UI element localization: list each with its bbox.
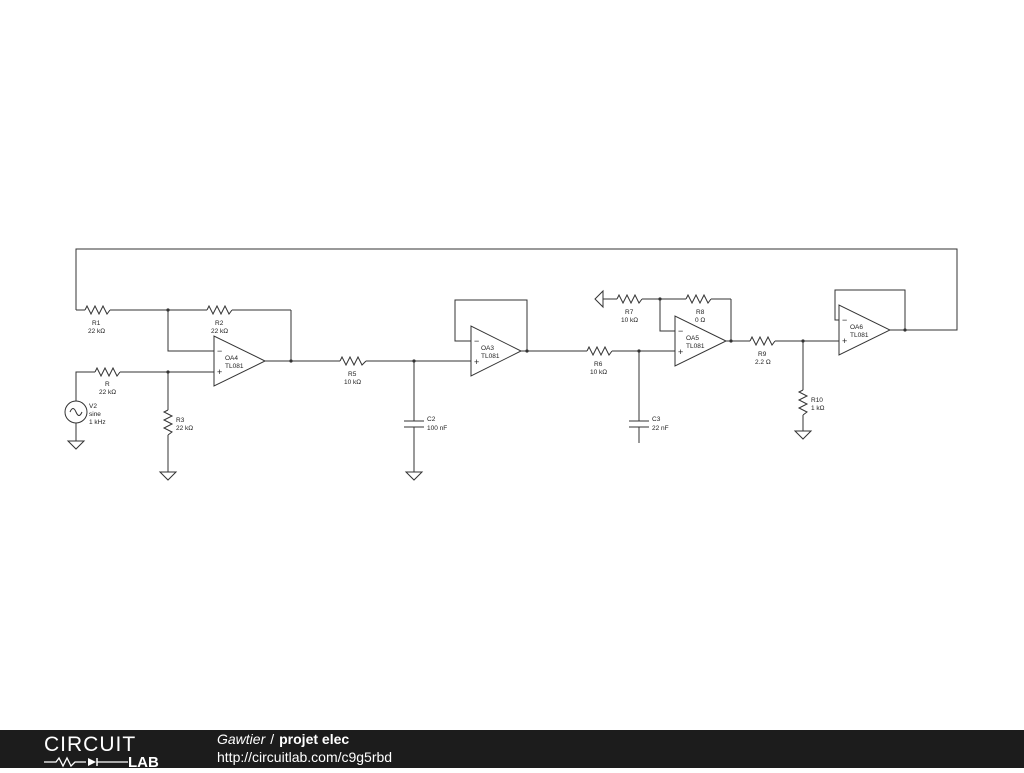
resistor-r9: R9 2.2 Ω	[749, 335, 776, 366]
svg-text:R1: R1	[92, 320, 101, 327]
resistor-r6: R6 10 kΩ	[586, 345, 613, 376]
resistor-r1: R1 22 kΩ	[84, 304, 111, 335]
svg-text:100 nF: 100 nF	[427, 425, 447, 432]
svg-text:0 Ω: 0 Ω	[695, 317, 705, 324]
svg-text:OA6: OA6	[850, 324, 863, 331]
svg-text:C2: C2	[427, 416, 436, 423]
footer-bar: CIRCUIT LAB Gawtier/projet elec http://c…	[0, 730, 1024, 771]
opamp-oa5: − + OA5 TL081	[674, 315, 728, 367]
svg-text:R: R	[105, 381, 110, 388]
svg-text:R2: R2	[215, 320, 224, 327]
svg-text:LAB: LAB	[128, 754, 159, 768]
svg-text:R3: R3	[176, 417, 185, 424]
project-heading: Gawtier/projet elec	[217, 731, 349, 747]
svg-text:22 kΩ: 22 kΩ	[176, 425, 193, 432]
svg-text:−: −	[678, 326, 683, 336]
svg-text:10 kΩ: 10 kΩ	[621, 317, 638, 324]
project-url[interactable]: http://circuitlab.com/c9g5rbd	[217, 749, 393, 765]
svg-text:V2: V2	[89, 403, 97, 410]
resistor-r10: R10 1 kΩ	[797, 389, 825, 416]
svg-text:1 kHz: 1 kHz	[89, 419, 106, 426]
svg-text:R10: R10	[811, 397, 823, 404]
svg-text:10 kΩ: 10 kΩ	[344, 379, 361, 386]
svg-text:+: +	[474, 357, 479, 367]
resistor-r8: R8 0 Ω	[685, 293, 712, 324]
svg-text:−: −	[474, 336, 479, 346]
sine-source-v2: V2 sine 1 kHz	[64, 400, 106, 426]
opamp-oa4: − + OA4 TL081	[213, 335, 267, 387]
svg-text:TL081: TL081	[225, 363, 244, 370]
svg-text:TL081: TL081	[850, 332, 869, 339]
svg-text:−: −	[217, 346, 222, 356]
svg-text:OA4: OA4	[225, 355, 238, 362]
svg-text:2.2 Ω: 2.2 Ω	[755, 359, 771, 366]
ground-symbols	[66, 289, 813, 481]
svg-text:22 kΩ: 22 kΩ	[211, 328, 228, 335]
svg-text:OA3: OA3	[481, 345, 494, 352]
resistor-r5: R5 10 kΩ	[339, 355, 367, 386]
author-name[interactable]: Gawtier	[217, 731, 266, 747]
svg-text:R5: R5	[348, 371, 357, 378]
circuit-schematic: R1 22 kΩ R2 22 kΩ R 22 kΩ R3 22 kΩ R5 10…	[64, 248, 958, 481]
svg-text:22 nF: 22 nF	[652, 425, 669, 432]
svg-text:CIRCUIT: CIRCUIT	[44, 733, 136, 756]
svg-text:OA5: OA5	[686, 335, 699, 342]
svg-text:sine: sine	[89, 411, 101, 418]
svg-text:C3: C3	[652, 416, 661, 423]
svg-text:R8: R8	[696, 309, 705, 316]
svg-text:−: −	[842, 315, 847, 325]
project-title[interactable]: projet elec	[279, 731, 350, 747]
title-separator: /	[270, 731, 275, 747]
capacitor-c2: C2 100 nF	[404, 416, 447, 432]
resistor-r3: R3 22 kΩ	[162, 409, 193, 436]
svg-text:10 kΩ: 10 kΩ	[590, 369, 607, 376]
opamp-oa3: − + OA3 TL081	[470, 325, 523, 377]
resistor-r: R 22 kΩ	[94, 366, 121, 396]
opamp-oa6: − + OA6 TL081	[838, 304, 892, 356]
capacitor-c3: C3 22 nF	[629, 416, 669, 432]
svg-text:R6: R6	[594, 361, 603, 368]
svg-text:22 kΩ: 22 kΩ	[88, 328, 105, 335]
resistor-r2: R2 22 kΩ	[206, 304, 233, 335]
resistor-r7: R7 10 kΩ	[616, 293, 643, 324]
wires	[75, 248, 958, 472]
svg-text:TL081: TL081	[481, 353, 500, 360]
svg-text:+: +	[217, 367, 222, 377]
svg-text:1 kΩ: 1 kΩ	[811, 405, 825, 412]
svg-text:+: +	[842, 336, 847, 346]
junction-dots	[166, 297, 907, 374]
circuitlab-logo[interactable]: CIRCUIT LAB	[42, 732, 182, 771]
svg-text:TL081: TL081	[686, 343, 705, 350]
svg-text:22 kΩ: 22 kΩ	[99, 389, 116, 396]
svg-text:R9: R9	[758, 351, 767, 358]
svg-text:+: +	[678, 347, 683, 357]
svg-text:R7: R7	[625, 309, 634, 316]
